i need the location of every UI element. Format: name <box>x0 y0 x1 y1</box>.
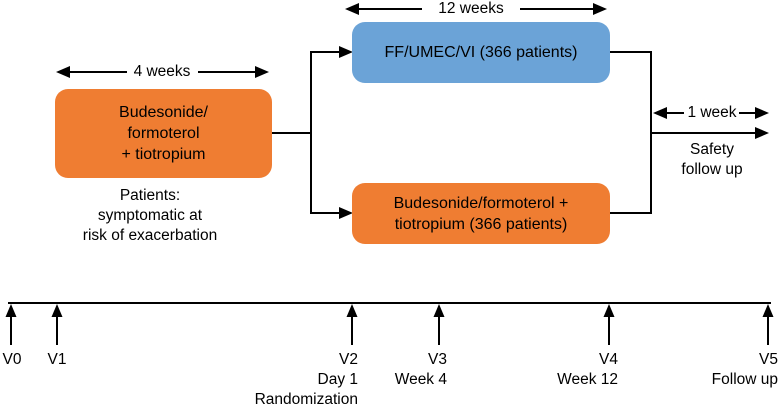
timeline-visit-v3: V3 Week 4 <box>347 350 447 390</box>
visit-label: V3 <box>428 351 447 368</box>
four-weeks-arrow <box>56 66 269 78</box>
arrow-right-icon <box>339 46 353 58</box>
timeline-visit-v0: V0 <box>0 350 24 370</box>
timeline-visit-arrow-v5 <box>762 304 774 345</box>
follow-up-merge-connector <box>610 51 769 214</box>
arrow-up-icon <box>51 304 63 317</box>
arrow-left-icon <box>345 3 359 15</box>
safety-note-line: follow up <box>681 161 743 178</box>
timeline-visit-v5: V5 Follow up <box>678 350 778 390</box>
budesonide-arm-line: Budesonide/formoterol + <box>393 194 569 212</box>
timeline-visit-arrow-v0 <box>5 304 17 345</box>
timeline-visit-arrow-v2 <box>346 304 358 345</box>
patients-population-note: Patients: symptomatic at risk of exacerb… <box>55 186 245 246</box>
four-weeks-label: 4 weeks <box>133 63 191 80</box>
arrow-up-icon <box>346 304 358 317</box>
one-week-label: 1 week <box>687 104 737 121</box>
patients-note-line: risk of exacerbation <box>82 227 218 244</box>
arrow-up-icon <box>762 304 774 317</box>
visit-sublabel: Week 12 <box>557 371 618 388</box>
budesonide-arm-line: tiotropium (366 patients) <box>394 215 568 233</box>
timeline-visit-arrow-v4 <box>603 304 615 345</box>
visit-sublabel: Week 4 <box>394 371 447 388</box>
visit-sublabel: Randomization <box>254 391 358 408</box>
arrow-right-icon <box>339 207 353 219</box>
one-week-arrow <box>653 107 769 119</box>
ff-umec-vi-arm-box: FF/UMEC/VI (366 patients) <box>352 22 610 83</box>
patients-note-line: Patients: <box>119 187 181 204</box>
timeline-visit-arrow-v1 <box>51 304 63 345</box>
safety-follow-up-note: Safety follow up <box>662 140 762 180</box>
visit-sublabel: Follow up <box>711 371 778 388</box>
arrow-up-icon <box>5 304 17 317</box>
arrow-up-icon <box>433 304 445 317</box>
arrow-up-icon <box>603 304 615 317</box>
visit-label: V5 <box>759 351 778 368</box>
timeline-visit-arrow-v3 <box>433 304 445 345</box>
visit-label: V0 <box>2 351 22 368</box>
arrow-right-icon <box>255 66 269 78</box>
run-in-box-line: Budesonide/ <box>119 104 208 121</box>
randomization-split-connector <box>272 46 353 219</box>
arrow-right-icon <box>593 3 607 15</box>
run-in-treatment-box: Budesonide/ formoterol + tiotropium <box>55 89 272 178</box>
ff-umec-vi-arm-label: FF/UMEC/VI (366 patients) <box>384 44 578 61</box>
timeline-visit-v2: V2 Day 1 Randomization <box>208 350 358 408</box>
arrow-right-icon <box>755 107 769 119</box>
arrow-left-icon <box>56 66 70 78</box>
visit-label: V4 <box>599 351 618 368</box>
arrow-right-icon <box>755 127 769 139</box>
timeline-visit-v4: V4 Week 12 <box>518 350 618 390</box>
patients-note-line: symptomatic at <box>97 207 203 224</box>
visit-label: V2 <box>339 351 358 368</box>
arrow-left-icon <box>653 107 667 119</box>
visit-label: V1 <box>47 351 67 368</box>
safety-note-line: Safety <box>690 141 734 158</box>
visit-sublabel: Day 1 <box>317 371 359 388</box>
budesonide-formoterol-arm-box: Budesonide/formoterol + tiotropium (366 … <box>352 183 610 244</box>
timeline-visit-v1: V1 <box>45 350 69 370</box>
twelve-weeks-label: 12 weeks <box>438 0 504 17</box>
twelve-weeks-arrow <box>345 3 607 15</box>
run-in-box-line: + tiotropium <box>121 146 206 163</box>
run-in-box-line: formoterol <box>127 125 200 142</box>
